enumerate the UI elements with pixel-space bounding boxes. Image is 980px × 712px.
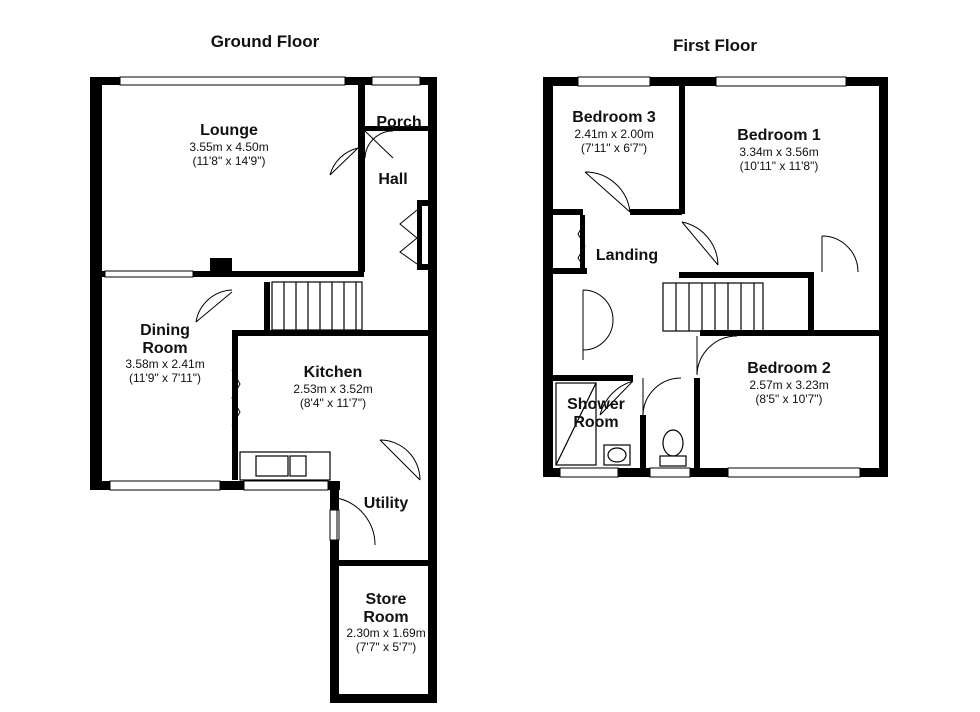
door-swing	[336, 497, 376, 546]
interior-wall	[264, 282, 270, 330]
room-name: Bedroom 2	[747, 360, 831, 377]
door-swing	[599, 380, 634, 416]
room-dimensions-imperial: (7'7" x 5'7")	[356, 640, 416, 654]
outer-wall	[879, 77, 888, 477]
outer-wall	[428, 77, 437, 487]
room-name: Room	[142, 340, 187, 357]
room-dimensions: 2.41m x 2.00m	[574, 127, 653, 141]
door-swing	[329, 147, 359, 176]
cupboard-door	[399, 209, 418, 265]
window	[727, 467, 861, 478]
bifold-door	[231, 369, 241, 427]
toilet	[659, 429, 687, 467]
interior-wall	[640, 415, 646, 473]
room-dimensions: 2.57m x 3.23m	[749, 378, 828, 392]
room-name: Room	[363, 609, 408, 626]
door-swing	[821, 235, 859, 273]
interior-wall	[553, 209, 583, 215]
window	[577, 76, 651, 87]
interior-wall	[553, 268, 587, 274]
staircase	[271, 281, 363, 331]
bifold-door	[577, 221, 586, 269]
room-name: Bedroom 3	[572, 109, 656, 126]
interior-wall	[553, 375, 633, 381]
room-dimensions-imperial: (11'9" x 7'11")	[129, 371, 201, 385]
interior-wall	[417, 264, 431, 270]
outer-wall	[330, 481, 339, 703]
door-swing	[642, 377, 682, 416]
room-dimensions: 2.53m x 3.52m	[293, 382, 372, 396]
shower-tray	[555, 382, 597, 466]
ground-floor-plan: Ground Floor	[90, 32, 437, 703]
room-dimensions: 3.55m x 4.50m	[189, 140, 268, 154]
room-dimensions-imperial: (8'4" x 11'7")	[300, 396, 366, 410]
interior-wall	[365, 126, 435, 131]
interior-wall	[232, 330, 238, 480]
outer-wall	[90, 77, 102, 490]
room-dimensions: 3.34m x 3.56m	[739, 145, 818, 159]
room-name: Room	[573, 414, 618, 431]
room-name: Utility	[364, 495, 409, 512]
first-floor-plan: First Floor	[543, 36, 888, 478]
interior-wall	[333, 560, 433, 566]
window	[329, 509, 340, 541]
interior-wall	[630, 209, 682, 215]
window	[104, 270, 194, 278]
room-name: Kitchen	[304, 364, 363, 381]
window	[371, 76, 421, 86]
interior-wall	[232, 330, 432, 336]
room-dimensions: 3.58m x 2.41m	[125, 357, 204, 371]
room-name: Dining	[140, 322, 190, 339]
interior-wall	[358, 77, 365, 272]
interior-wall	[700, 330, 815, 336]
outer-wall	[330, 694, 437, 703]
outer-wall	[428, 480, 437, 703]
first-floor-title: First Floor	[673, 36, 757, 55]
outer-wall	[543, 468, 888, 477]
room-dimensions: 2.30m x 1.69m	[346, 626, 425, 640]
room-dimensions-imperial: (10'11" x 11'8")	[740, 159, 819, 173]
door-swing	[379, 439, 421, 481]
washbasin	[603, 444, 631, 466]
window	[715, 76, 847, 87]
staircase	[662, 282, 764, 332]
room-name: Porch	[376, 114, 421, 131]
room-dimensions-imperial: (11'8" x 14'9")	[193, 154, 266, 168]
cupboard-door	[582, 289, 614, 360]
chimney-breast	[210, 258, 232, 274]
interior-wall	[808, 272, 814, 332]
interior-wall	[808, 330, 883, 336]
interior-wall	[417, 200, 431, 206]
window	[119, 76, 346, 86]
window	[243, 480, 329, 491]
ground-floor-title: Ground Floor	[211, 32, 320, 51]
interior-wall	[679, 272, 812, 278]
room-name: Bedroom 1	[737, 127, 821, 144]
room-dimensions-imperial: (8'5" x 10'7")	[755, 392, 822, 406]
room-name: Shower	[567, 396, 625, 413]
interior-wall	[694, 378, 700, 473]
room-dimensions-imperial: (7'11" x 6'7")	[581, 141, 647, 155]
interior-wall	[417, 200, 422, 270]
door-swing	[195, 289, 233, 323]
window	[649, 467, 691, 478]
outer-wall	[543, 77, 553, 477]
room-name: Landing	[596, 247, 658, 264]
room-name: Hall	[378, 171, 407, 188]
interior-wall	[679, 86, 685, 214]
door-swing	[696, 335, 738, 376]
room-name: Lounge	[200, 122, 258, 139]
room-name: Store	[366, 591, 407, 608]
kitchen-sink	[239, 451, 331, 481]
window	[559, 467, 619, 478]
window	[109, 480, 221, 491]
door-swing	[681, 221, 719, 266]
door-swing	[364, 130, 394, 159]
door-swing	[584, 171, 631, 213]
